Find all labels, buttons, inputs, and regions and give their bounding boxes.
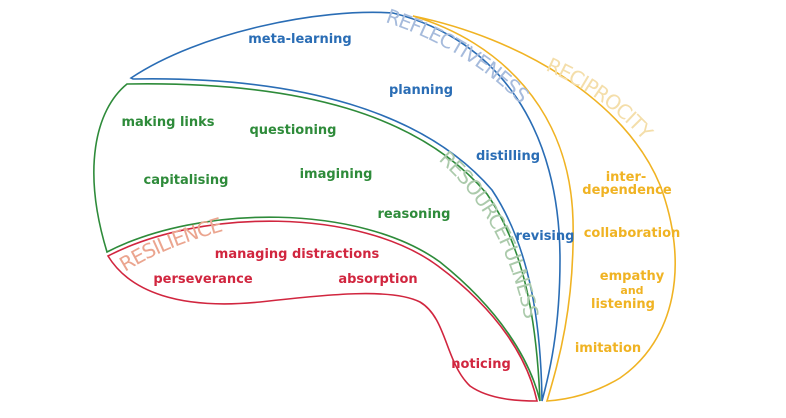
resourcefulness-region: [93, 83, 541, 402]
item-noticing: noticing: [451, 357, 511, 372]
item-dependence: dependence: [582, 183, 672, 198]
item-reasoning: reasoning: [378, 207, 451, 222]
item-listening: listening: [591, 297, 655, 312]
item-revising: revising: [516, 229, 575, 244]
reflectiveness-region: [129, 11, 561, 402]
item-questioning: questioning: [250, 123, 337, 138]
item-perseverance: perseverance: [153, 272, 253, 287]
item-inter: inter-: [606, 170, 647, 185]
item-collaboration: collaboration: [584, 226, 681, 241]
item-and: and: [620, 284, 643, 297]
item-imagining: imagining: [300, 167, 373, 182]
item-managing-distractions: managing distractions: [215, 247, 380, 262]
item-planning: planning: [389, 83, 453, 98]
reciprocity-title: RECIPROCITY: [543, 53, 658, 145]
item-meta-learning: meta-learning: [248, 32, 351, 47]
reciprocity-region: [412, 15, 676, 402]
resilience-region: [106, 220, 538, 402]
item-empathy: empathy: [600, 269, 665, 284]
item-making-links: making links: [121, 115, 214, 130]
item-imitation: imitation: [575, 341, 641, 356]
item-distilling: distilling: [476, 149, 540, 164]
item-absorption: absorption: [338, 272, 417, 287]
item-capitalising: capitalising: [144, 173, 229, 188]
